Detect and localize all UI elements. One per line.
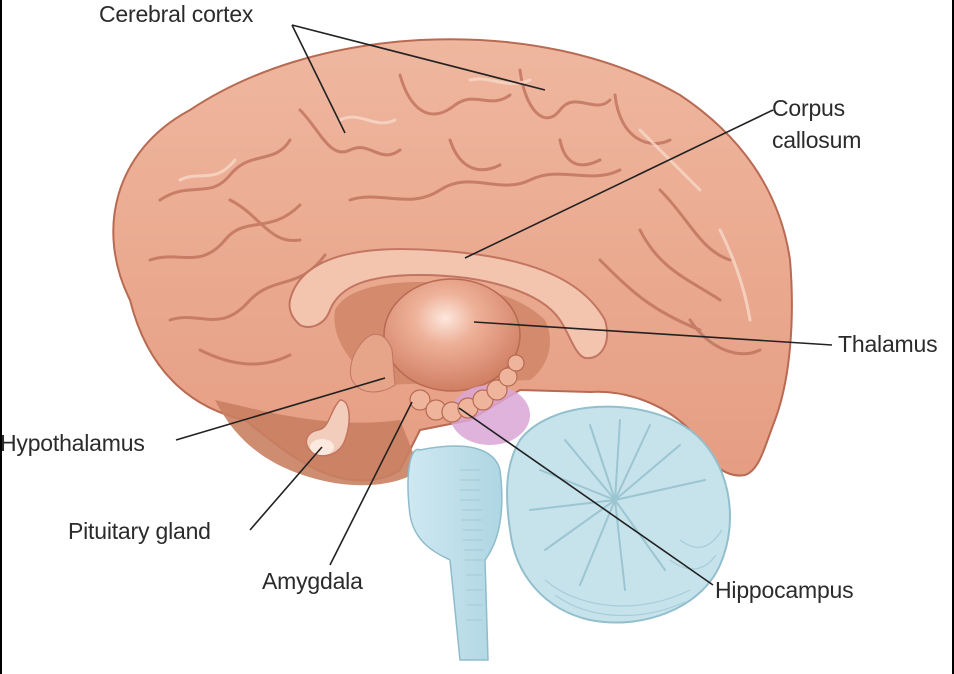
brainstem-shape [407, 445, 503, 661]
leader-hippocampus [458, 407, 714, 586]
brainstem-striations [460, 469, 484, 621]
leader-pituitary [249, 446, 323, 531]
leader-corpus-callosum [464, 109, 774, 259]
label-amygdala: Amygdala [262, 568, 363, 594]
label-thalamus: Thalamus [838, 331, 938, 357]
corpus-callosum-shape [288, 248, 608, 360]
frame-left-edge [0, 0, 2, 674]
hypothalamus-shape [349, 333, 396, 393]
leader-amygdala [329, 401, 413, 566]
leader-cerebral-cortex-b [291, 24, 546, 91]
leader-hypothalamus [175, 377, 386, 441]
hippocampus-shape [409, 354, 525, 423]
label-corpus-callosum: Corpus callosum [772, 95, 862, 153]
thalamus-shape [383, 278, 521, 392]
leader-cerebral-cortex-a [291, 24, 346, 134]
leader-thalamus [473, 321, 833, 346]
label-hippocampus: Hippocampus [715, 577, 854, 603]
frame-right-edge [952, 0, 954, 674]
label-cerebral-cortex: Cerebral cortex [99, 1, 254, 27]
leader-lines [175, 24, 833, 586]
label-pituitary-gland: Pituitary gland [68, 518, 211, 544]
cerebellum [506, 405, 731, 624]
label-hypothalamus: Hypothalamus [0, 430, 145, 456]
